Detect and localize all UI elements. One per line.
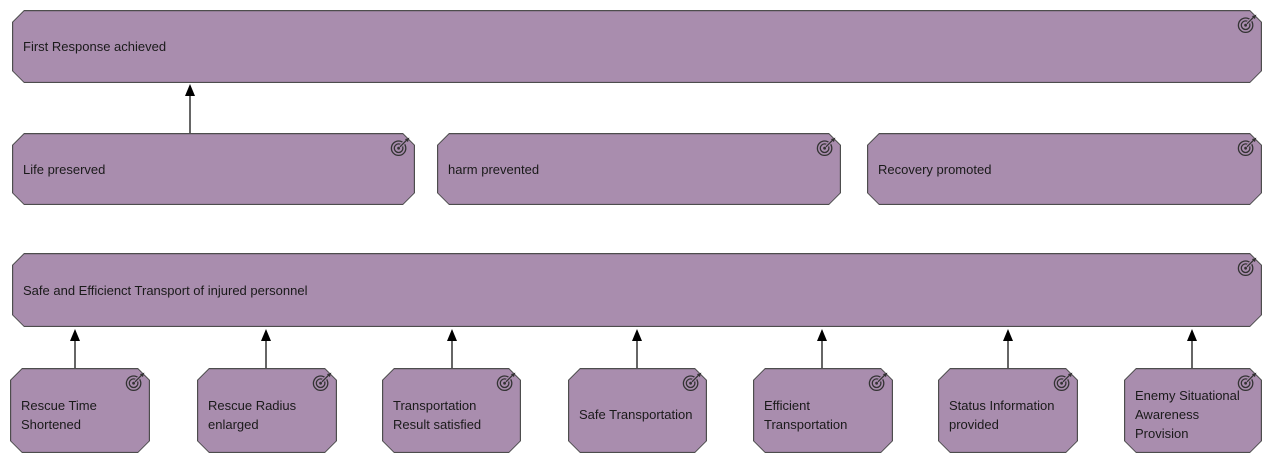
goal-label: harm prevented <box>448 161 540 177</box>
goal-label: Recovery promoted <box>878 161 992 177</box>
arrow-status-information-to-transport[interactable] <box>1003 329 1013 368</box>
goal-shape-fill <box>13 134 414 204</box>
goal-rescue-time-shortened[interactable]: Rescue Time Shortened <box>10 368 150 453</box>
goal-safe-transportation[interactable]: Safe Transportation <box>568 368 707 453</box>
goal-shape-fill <box>438 134 840 204</box>
goal-enemy-situational-awareness[interactable]: Enemy Situational Awareness Provision <box>1124 368 1262 453</box>
goal-safe-efficient-transport[interactable]: Safe and Efficienct Transport of injured… <box>12 253 1262 327</box>
arrow-enemy-awareness-to-transport[interactable] <box>1187 329 1197 368</box>
arrow-efficient-transportation-to-transport[interactable] <box>817 329 827 368</box>
goal-label: First Response achieved <box>23 39 167 54</box>
arrow-rescue-radius-to-transport[interactable] <box>261 329 271 368</box>
arrow-life-preserved-to-first-response[interactable] <box>185 84 195 133</box>
goal-shape-fill <box>868 134 1261 204</box>
goal-label: Rescue Time Shortened <box>21 397 97 432</box>
goal-label: Status Information provided <box>949 397 1055 432</box>
goal-shape-fill <box>13 254 1261 326</box>
goal-harm-prevented[interactable]: harm prevented <box>437 133 841 205</box>
goal-label: Life preserved <box>23 161 106 177</box>
goal-label: Enemy Situational Awareness Provision <box>1135 388 1240 441</box>
goal-shape-fill <box>13 11 1261 82</box>
goal-rescue-radius-enlarged[interactable]: Rescue Radius enlarged <box>197 368 337 453</box>
goal-label: Transportation Result satisfied <box>393 397 482 432</box>
goal-life-preserved[interactable]: Life preserved <box>12 133 415 205</box>
arrow-transport-result-to-transport[interactable] <box>447 329 457 368</box>
goal-first-response-achieved[interactable]: First Response achieved <box>12 10 1262 83</box>
goal-recovery-promoted[interactable]: Recovery promoted <box>867 133 1262 205</box>
arrow-safe-transportation-to-transport[interactable] <box>632 329 642 368</box>
goal-label: Safe Transportation <box>579 407 693 422</box>
goal-label: Safe and Efficienct Transport of injured… <box>23 282 308 298</box>
goal-label: Rescue Radius enlarged <box>208 397 297 432</box>
goal-efficient-transportation[interactable]: Efficient Transportation <box>753 368 893 453</box>
goal-transportation-result-satisfied[interactable]: Transportation Result satisfied <box>382 368 521 453</box>
arrow-rescue-time-to-transport[interactable] <box>70 329 80 368</box>
goal-label: Efficient Transportation <box>764 397 848 432</box>
goal-status-information-provided[interactable]: Status Information provided <box>938 368 1078 453</box>
